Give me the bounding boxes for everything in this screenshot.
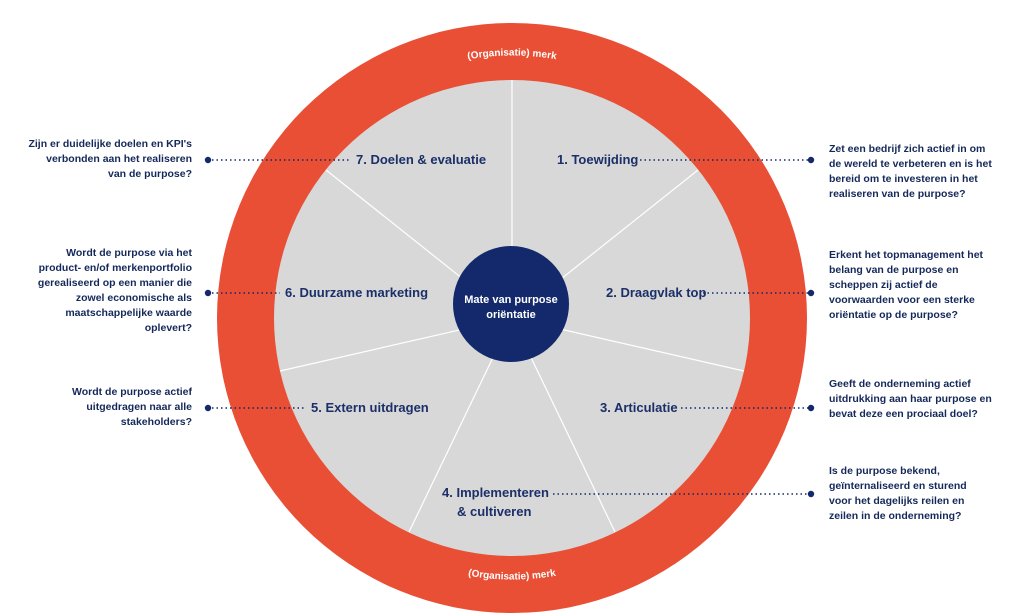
question-3-line-1: Geeft de onderneming actief <box>829 378 971 390</box>
question-6-line-4: zowel economische als <box>75 292 192 304</box>
center-hub: Mate van purpose oriëntatie <box>453 246 569 362</box>
segment-label-3: 3. Articulatie <box>600 400 678 415</box>
question-7-line-2: verbonden aan het realiseren <box>46 153 192 165</box>
segment-label-4: 4. Implementeren & cultiveren <box>442 485 553 519</box>
question-1-line-1: Zet een bedrijf zich actief in om <box>829 143 986 155</box>
connector-dot-6 <box>204 289 212 297</box>
connector-dot-5 <box>204 404 212 412</box>
segment-label-4-line-2: & cultiveren <box>457 504 531 519</box>
segment-label-2: 2. Draagvlak top <box>606 285 706 300</box>
ring-label-bottom: (Organisatie) merk <box>467 568 557 583</box>
question-2-line-5: oriëntatie op de purpose? <box>829 309 958 321</box>
connectors <box>212 159 808 495</box>
question-4: Is de purpose bekend, geïnternaliseerd e… <box>829 464 1009 524</box>
question-6-line-2: product- en/of merkenportfolio <box>38 262 192 274</box>
question-7-line-1: Zijn er duidelijke doelen en KPI's <box>28 138 192 150</box>
segment-label-5: 5. Extern uitdragen <box>311 400 429 415</box>
question-2-line-3: scheppen zij actief de <box>829 279 938 291</box>
question-6-line-3: gerealiseerd op een manier die <box>37 277 192 289</box>
question-1: Zet een bedrijf zich actief in om de wer… <box>829 142 1009 202</box>
question-2-line-2: belang van de purpose en <box>829 264 959 276</box>
ring-labels: (Organisatie) merk (Organisatie) merk <box>467 47 558 582</box>
question-7: Zijn er duidelijke doelen en KPI's verbo… <box>12 137 192 182</box>
question-2-line-1: Erkent het topmanagement het <box>829 249 984 261</box>
segment-label-4-line-1: 4. Implementeren <box>442 485 549 500</box>
ring-label-top: (Organisatie) merk <box>467 47 558 62</box>
segment-label-1: 1. Toewijding <box>557 152 638 167</box>
segment-label-7: 7. Doelen & evaluatie <box>356 152 486 167</box>
segment-label-6: 6. Duurzame marketing <box>285 285 428 300</box>
center-line-2: oriëntatie <box>486 309 536 321</box>
question-1-line-3: bereid om te investeren in het <box>829 173 978 185</box>
question-3-line-3: bevat deze een prociaal doel? <box>829 408 978 420</box>
question-4-line-3: voor het dagelijks reilen en <box>829 495 965 507</box>
center-line-1: Mate van purpose <box>464 294 558 306</box>
question-5-line-3: stakeholders? <box>120 416 192 428</box>
connector-dot-4 <box>807 490 815 498</box>
question-5-line-2: uitgedragen naar alle <box>86 401 192 413</box>
question-5-line-1: Wordt de purpose actief <box>72 386 192 398</box>
question-4-line-2: geïnternaliseerd en sturend <box>829 480 967 492</box>
question-6-line-5: maatschappelijke waarde <box>65 307 192 319</box>
connector-dots <box>204 156 815 498</box>
question-3: Geeft de onderneming actief uitdrukking … <box>829 377 1009 422</box>
segment-labels: 1. Toewijding 2. Draagvlak top 3. Articu… <box>285 152 706 519</box>
question-7-line-3: van de purpose? <box>107 168 192 180</box>
connector-dot-2 <box>807 289 815 297</box>
question-5: Wordt de purpose actief uitgedragen naar… <box>12 385 192 430</box>
question-3-line-2: uitdrukking aan haar purpose en <box>829 393 992 405</box>
question-4-line-1: Is de purpose bekend, <box>829 465 940 477</box>
question-2: Erkent het topmanagement het belang van … <box>829 248 1009 323</box>
connector-dot-7 <box>204 156 212 164</box>
question-6: Wordt de purpose via het product- en/of … <box>12 246 192 336</box>
question-2-line-4: voorwaarden voor een sterke <box>829 294 975 306</box>
question-1-line-2: de wereld te verbeteren en is het <box>829 158 992 170</box>
question-4-line-4: zeilen in de onderneming? <box>829 510 962 522</box>
question-1-line-4: realiseren van de purpose? <box>829 188 966 200</box>
question-6-line-1: Wordt de purpose via het <box>66 247 192 259</box>
center-circle <box>453 246 569 362</box>
connector-dot-1 <box>807 156 815 164</box>
connector-dot-3 <box>807 404 815 412</box>
question-6-line-6: oplevert? <box>144 322 192 334</box>
